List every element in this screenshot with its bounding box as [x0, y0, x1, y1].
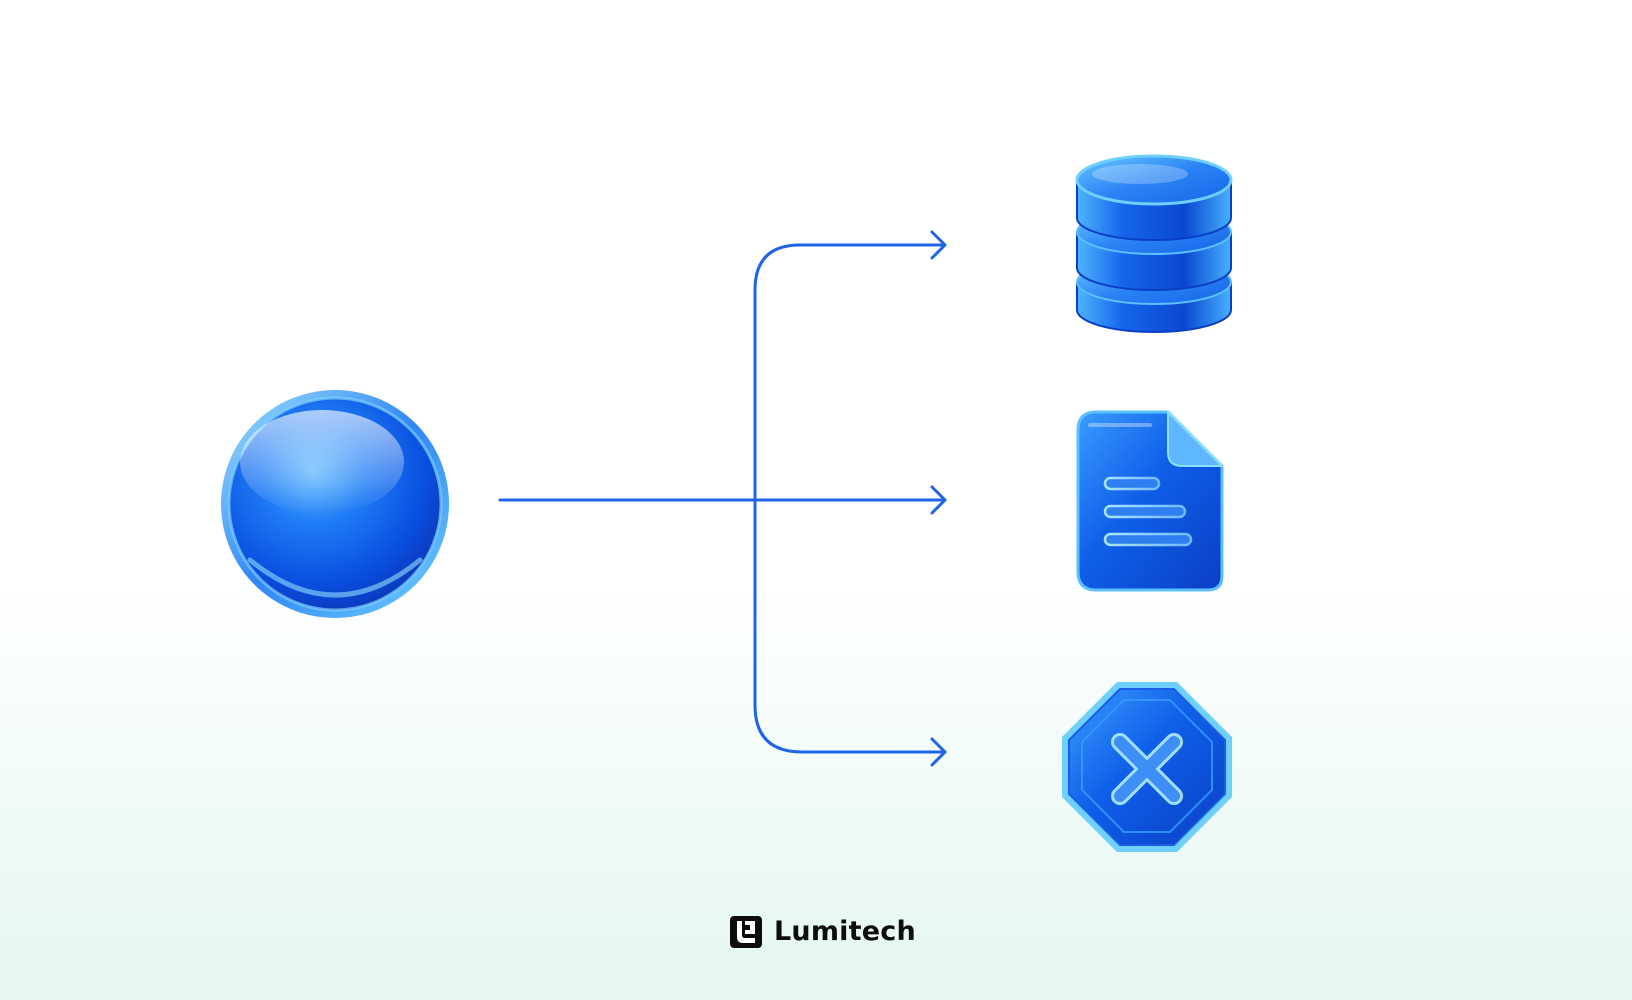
- branch-connector-top: [753, 243, 947, 502]
- octagon-x-icon: [1062, 682, 1232, 852]
- connectors: [498, 230, 947, 767]
- document-icon: [1076, 409, 1225, 592]
- branch-connector-bottom: [753, 498, 947, 754]
- x-mark: [1111, 733, 1183, 805]
- arrowhead-bottom: [930, 737, 947, 767]
- arrowhead-top: [930, 230, 947, 260]
- document-line: [1103, 504, 1187, 519]
- database-icon: [1075, 154, 1233, 333]
- document-line: [1103, 532, 1193, 547]
- brand-name: Lumitech: [774, 916, 916, 947]
- glossy-sphere-icon: [221, 390, 449, 618]
- arrowhead-middle: [930, 485, 947, 515]
- lumitech-logo-icon: [730, 916, 762, 948]
- brand-footer: Lumitech: [730, 914, 916, 950]
- document-line: [1103, 476, 1161, 491]
